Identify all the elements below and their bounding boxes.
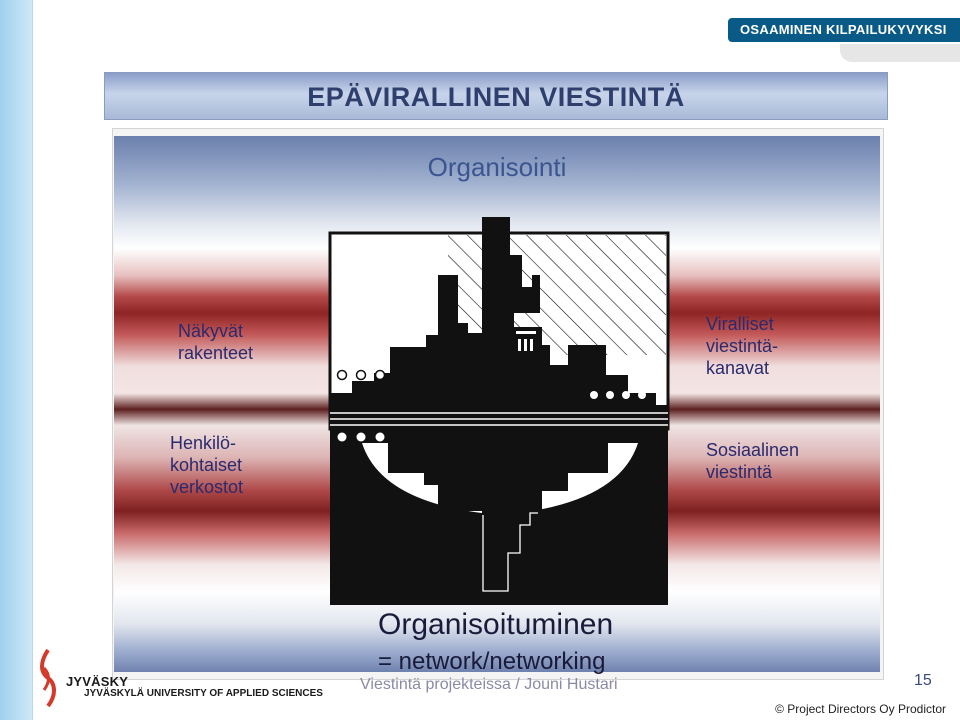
- label-left-top: Näkyvät rakenteet: [178, 320, 253, 364]
- label-right-top: Viralliset viestintä- kanavat: [706, 313, 778, 379]
- label-right-top-line: kanavat: [706, 358, 770, 378]
- city-reflection-illustration: [328, 217, 670, 605]
- label-left-top-line: rakenteet: [178, 343, 254, 363]
- slide-title-band: EPÄVIRALLINEN VIESTINTÄ: [104, 72, 888, 120]
- footer-faint-text: Viestintä projekteissa / Jouni Hustari: [360, 676, 618, 693]
- panel-title: Organisointi: [427, 152, 567, 182]
- label-left-top-line: Näkyvät: [178, 321, 244, 341]
- label-right-bottom-line: Sosiaalinen: [706, 440, 800, 460]
- copyright-notice: © Project Directors Oy Prodictor: [775, 702, 946, 716]
- bottom-subtitle: = network/networking: [378, 648, 606, 675]
- label-right-bottom: Sosiaalinen viestintä: [706, 439, 799, 483]
- label-right-top-line: viestintä-: [706, 336, 779, 356]
- label-left-bottom-line: verkostot: [170, 477, 244, 497]
- label-right-bottom-line: viestintä: [706, 462, 773, 482]
- slide-title: EPÄVIRALLINEN VIESTINTÄ: [307, 82, 685, 112]
- label-left-bottom: Henkilö- kohtaiset verkostot: [170, 432, 243, 498]
- page-number: 15: [914, 672, 932, 689]
- label-left-bottom-line: kohtaiset: [170, 455, 243, 475]
- brand-banner-shadow: [840, 44, 960, 62]
- label-left-bottom-line: Henkilö-: [170, 433, 237, 453]
- logo-subtext: JYVÄSKYLÄ UNIVERSITY OF APPLIED SCIENCES: [84, 688, 323, 699]
- left-decorative-strip: [0, 0, 33, 720]
- brand-banner: OSAAMINEN KILPAILUKYVYKSI: [728, 18, 960, 42]
- label-right-top-line: Viralliset: [706, 314, 774, 334]
- bottom-title: Organisoituminen: [378, 608, 614, 641]
- jamk-logo-icon: [40, 648, 56, 708]
- logo-text: JYVÄSKY: [66, 674, 129, 689]
